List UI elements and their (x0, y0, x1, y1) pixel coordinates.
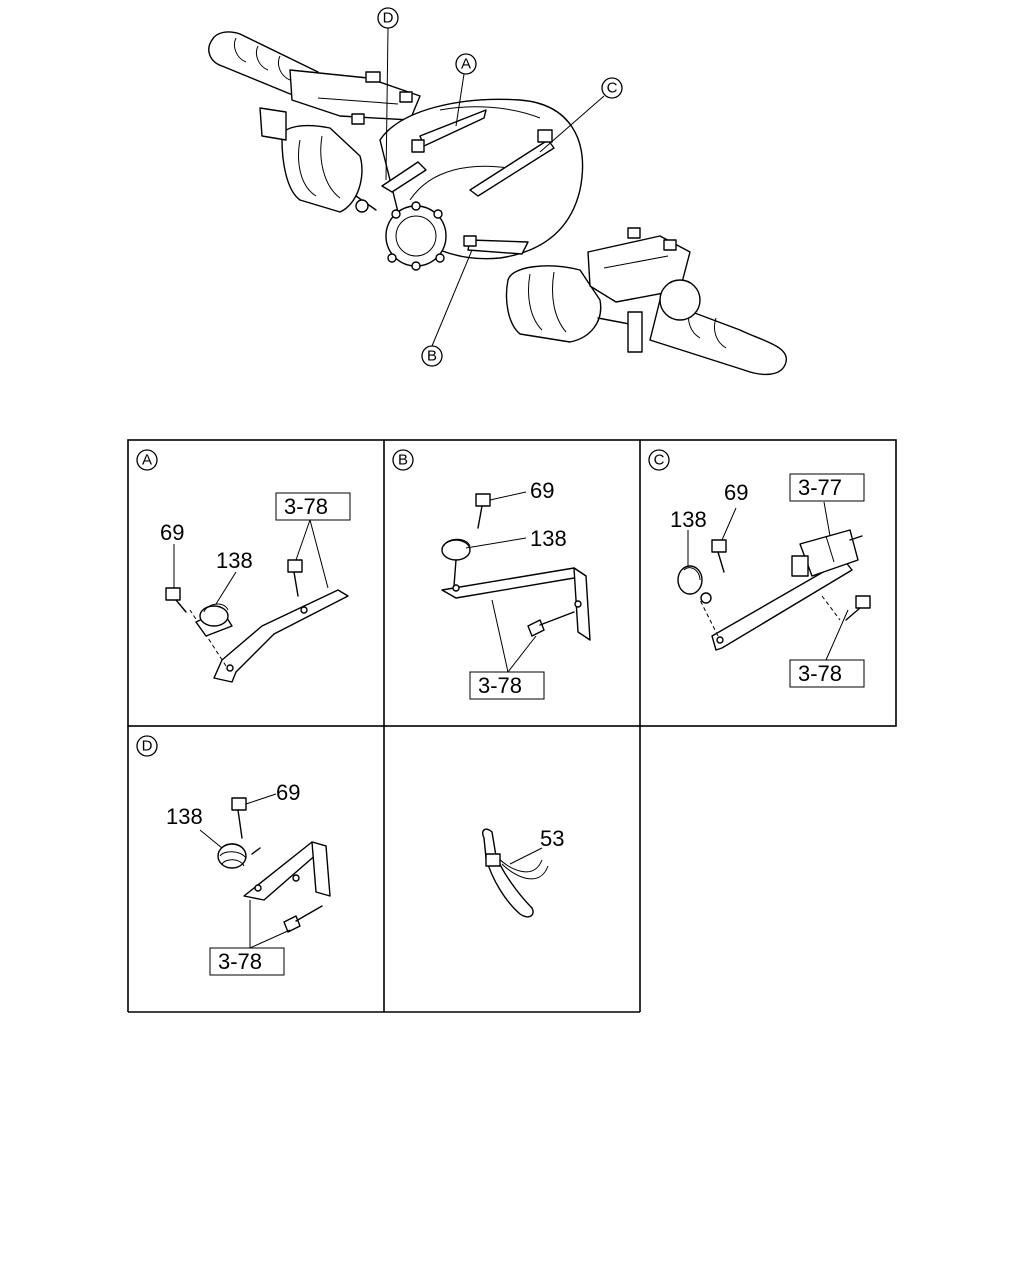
panel-a-num-138: 138 (216, 548, 253, 573)
panel-e-num-53: 53 (540, 826, 564, 851)
panel-a-letter: A (142, 452, 152, 469)
panel-a-ref: 3-78 (284, 494, 328, 519)
panel-b-num-69: 69 (530, 478, 554, 503)
panel-a-num-69: 69 (160, 520, 184, 545)
panel-d: D 69 138 3-78 (136, 735, 331, 976)
callout-c: C (607, 80, 618, 97)
detail-grid (127, 439, 897, 1013)
panel-c-ref-bottom: 3-78 (798, 661, 842, 686)
panel-d-ref: 3-78 (218, 949, 262, 974)
panel-b-ref: 3-78 (478, 673, 522, 698)
callout-d: D (383, 10, 394, 27)
panel-c-ref-top: 3-77 (798, 475, 842, 500)
panel-b-letter: B (398, 452, 408, 469)
panel-c: C 69 138 3-77 3-78 (648, 449, 871, 688)
callout-a: A (461, 56, 471, 73)
panel-c-num-138: 138 (670, 507, 707, 532)
panel-d-num-69: 69 (276, 780, 300, 805)
panel-c-num-69: 69 (724, 480, 748, 505)
panel-cable-tie: 53 (482, 826, 564, 918)
panel-d-num-138: 138 (166, 804, 203, 829)
panel-c-letter: C (654, 452, 665, 469)
panel-b: B 69 138 3-78 (392, 449, 591, 700)
panel-d-letter: D (142, 738, 153, 755)
panel-b-num-138: 138 (530, 526, 567, 551)
callout-b: B (427, 348, 437, 365)
axle-overview: D A C B (208, 7, 787, 376)
panel-a: A 69 138 3-78 (136, 449, 351, 683)
